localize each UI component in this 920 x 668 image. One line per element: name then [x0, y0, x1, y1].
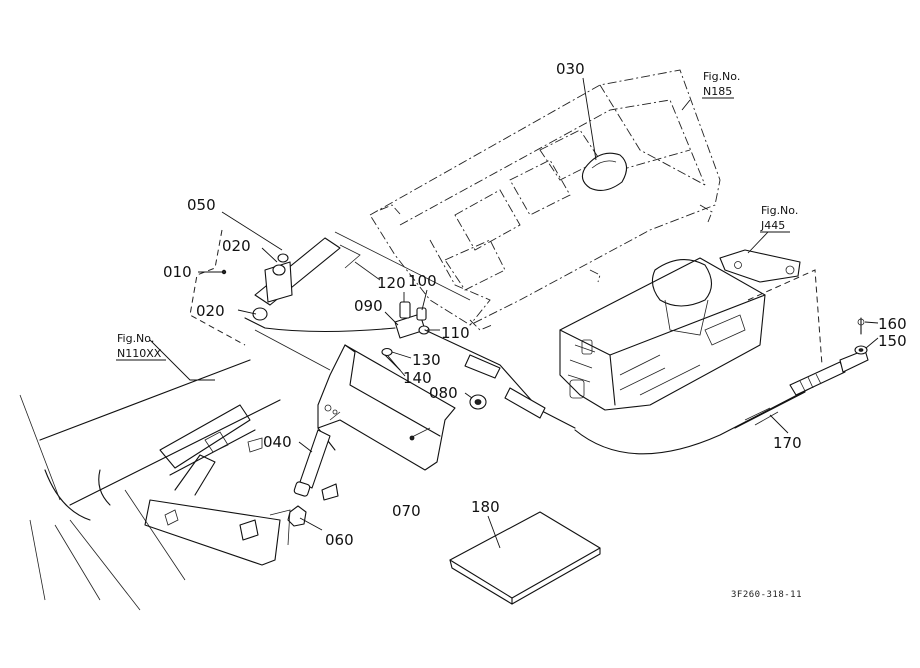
frame-n110xx — [19, 359, 291, 611]
callout-120: 120 — [377, 274, 406, 292]
callout-090: 090 — [354, 297, 383, 315]
gas-spring-040 — [247, 429, 339, 501]
link-lines — [254, 231, 471, 371]
figure-ref-j445-number: J445 — [760, 219, 785, 232]
callout-130: 130 — [412, 351, 441, 369]
washer-150 — [854, 345, 868, 355]
control-cable-170 — [574, 349, 869, 455]
callout-140: 140 — [403, 369, 432, 387]
callout-labels: 030 050 020 010 020 120 100 090 110 130 … — [163, 60, 907, 549]
knob-030 — [581, 152, 628, 191]
nut-060 — [287, 505, 307, 527]
figure-ref-n110xx: Fig.No. N110XX — [116, 332, 166, 361]
callout-010: 010 — [163, 263, 192, 281]
figure-ref-j445: Fig.No. J445 — [760, 204, 798, 233]
callout-110: 110 — [441, 324, 470, 342]
callout-040: 040 — [263, 433, 292, 451]
callout-160: 160 — [878, 315, 907, 333]
drawing-code: 3F260-318-11 — [731, 590, 802, 600]
leader-lines — [149, 77, 879, 549]
callout-050: 050 — [187, 196, 216, 214]
small-parts-cluster — [381, 301, 576, 429]
callout-080: 080 — [429, 384, 458, 402]
figure-ref-n110xx-number: N110XX — [117, 347, 162, 360]
lift-valve-assembly — [559, 249, 823, 411]
figure-ref-n185-number: N185 — [703, 85, 732, 98]
figure-ref-n110xx-label: Fig.No. — [117, 332, 154, 345]
bracket-070 — [317, 344, 456, 471]
callout-100: 100 — [408, 272, 437, 290]
callout-070: 070 — [392, 502, 421, 520]
figure-ref-n185: Fig.No. N185 — [702, 70, 740, 99]
manual-180 — [449, 511, 601, 605]
lever-assembly-010 — [189, 229, 396, 346]
figure-ref-n185-label: Fig.No. — [703, 70, 740, 83]
callout-020-upper: 020 — [222, 237, 251, 255]
callout-150: 150 — [878, 332, 907, 350]
figure-ref-j445-label: Fig.No. — [761, 204, 798, 217]
callout-180: 180 — [471, 498, 500, 516]
callout-030: 030 — [556, 60, 585, 78]
callout-170: 170 — [773, 434, 802, 452]
callout-060: 060 — [325, 531, 354, 549]
transmission-housing-outline — [369, 69, 721, 331]
callout-020-lower: 020 — [196, 302, 225, 320]
pin-160 — [857, 317, 865, 335]
